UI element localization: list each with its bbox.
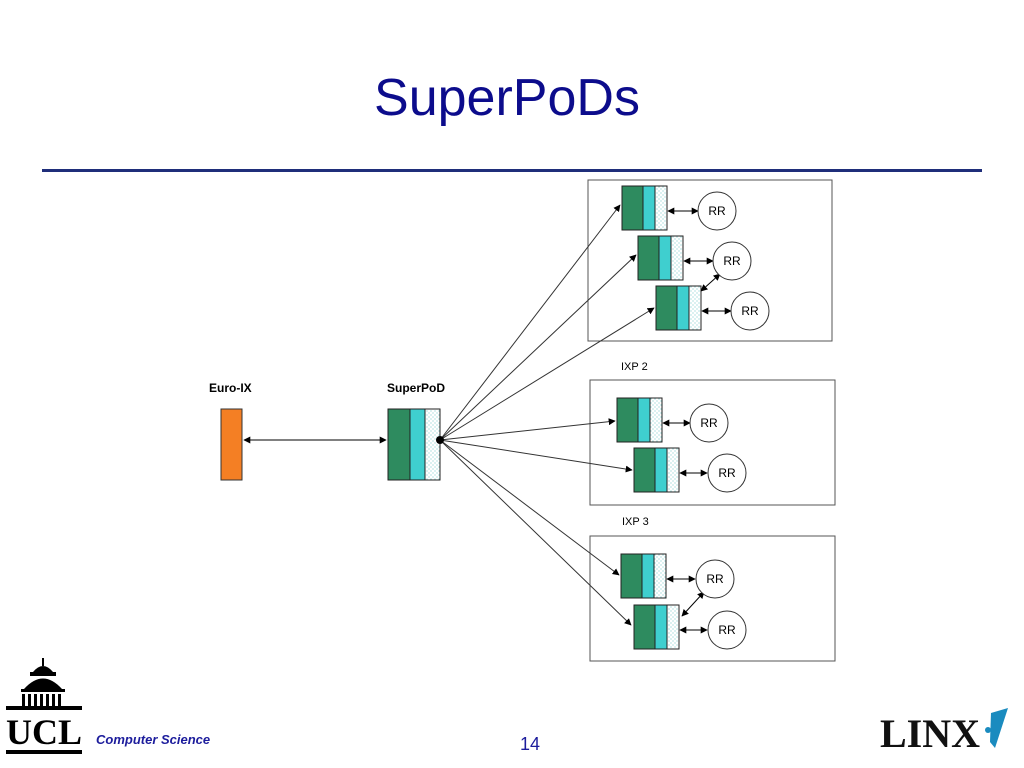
linx-logo-text: LINX xyxy=(880,711,980,756)
euroix-device xyxy=(220,408,243,481)
link-ixp3-r1 xyxy=(439,439,620,576)
superpod-router xyxy=(387,408,444,481)
ucl-logo: UCL xyxy=(6,658,82,754)
ixp1-box xyxy=(587,179,833,342)
rr-link xyxy=(681,591,705,617)
rr-node xyxy=(730,291,770,331)
router xyxy=(620,553,667,599)
ixp3-box xyxy=(589,535,836,662)
rr-node xyxy=(697,191,737,231)
rr-link xyxy=(700,273,721,292)
euroix-label: Euro-IX xyxy=(209,381,252,395)
router xyxy=(616,397,663,443)
rr-label: RR xyxy=(718,623,736,637)
rr-label: RR xyxy=(741,304,759,318)
superpod-links xyxy=(439,204,655,626)
router xyxy=(633,604,680,650)
rr-label: RR xyxy=(706,572,724,586)
link-ixp3-r2 xyxy=(439,439,632,626)
link-ixp2-r1 xyxy=(439,418,616,441)
rr-label: RR xyxy=(700,416,718,430)
superpod-label: SuperPoD xyxy=(387,381,445,395)
rr-node xyxy=(712,241,752,281)
rr-node xyxy=(689,403,729,443)
router xyxy=(637,235,684,281)
footer-department: Computer Science xyxy=(96,732,211,747)
slide-title: SuperPoDs xyxy=(374,69,640,127)
rr-label: RR xyxy=(718,466,736,480)
title-rule xyxy=(42,169,982,172)
ucl-logo-text: UCL xyxy=(6,712,82,752)
page-number: 14 xyxy=(520,734,541,754)
ixp3-label: IXP 3 xyxy=(622,516,649,528)
router xyxy=(655,285,702,331)
router xyxy=(621,185,668,231)
router xyxy=(633,447,680,493)
link-ixp1-r1 xyxy=(439,204,621,441)
link-ixp1-r2 xyxy=(439,254,637,441)
link-ixp1-r3 xyxy=(439,307,655,441)
rr-node xyxy=(707,453,747,493)
rr-label: RR xyxy=(708,204,726,218)
rr-label: RR xyxy=(723,254,741,268)
ixp2-label: IXP 2 xyxy=(621,361,648,373)
ixp2-box xyxy=(589,379,836,506)
link-ixp2-r2 xyxy=(439,439,633,473)
rr-node xyxy=(695,559,735,599)
linx-logo: LINX xyxy=(880,708,1008,756)
rr-node xyxy=(707,610,747,650)
